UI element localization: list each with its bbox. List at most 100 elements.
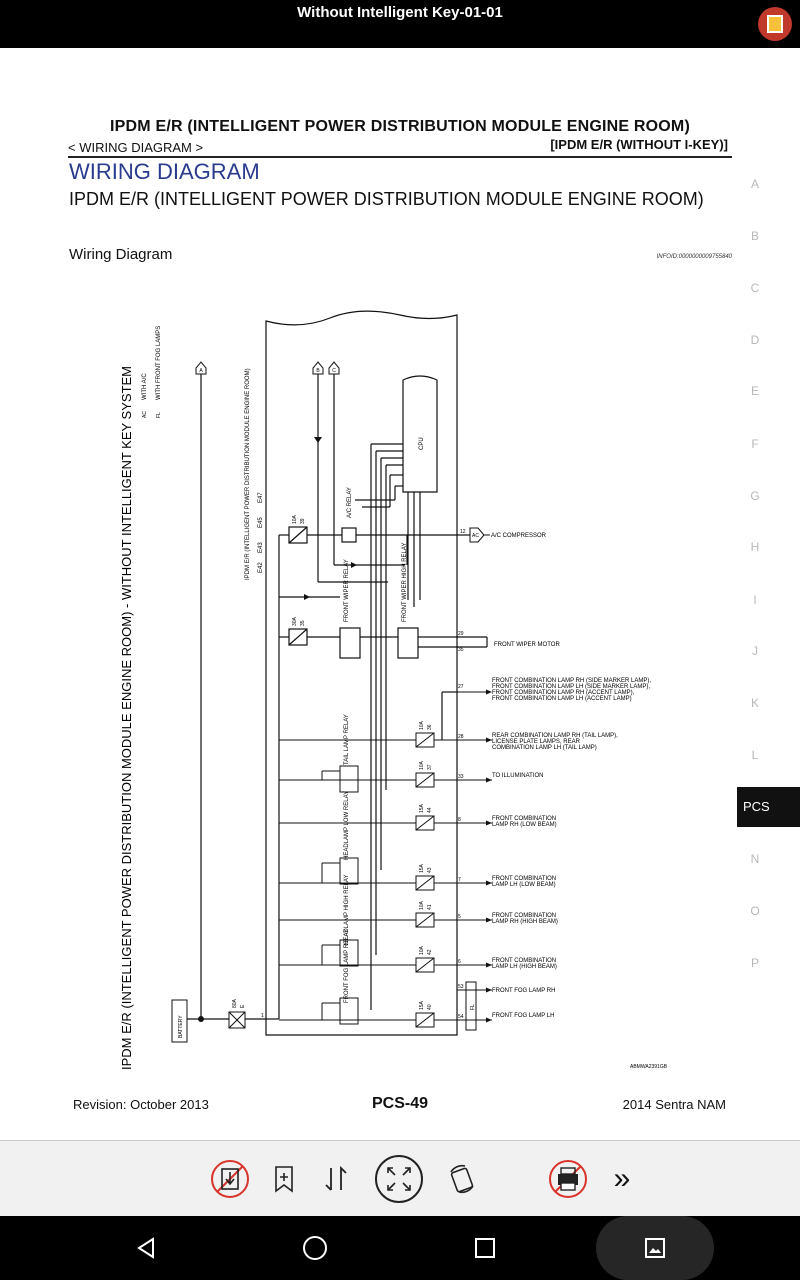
sort-button[interactable] xyxy=(316,1141,356,1217)
side-index-l[interactable]: L xyxy=(751,748,759,762)
save-button[interactable] xyxy=(208,1141,252,1217)
variant-label: [IPDM E/R (WITHOUT I-KEY)] xyxy=(550,137,728,152)
output-label-3-1: LAMP LH (LOW BEAM) xyxy=(492,882,556,888)
connector-e47: E47 xyxy=(258,492,264,503)
fuse-ac-no: 39 xyxy=(300,518,306,524)
terminal-28: 28 xyxy=(458,734,464,740)
terminal-27: 27 xyxy=(458,684,464,690)
terminal-12: 12 xyxy=(460,529,466,535)
side-index-g[interactable]: G xyxy=(750,489,760,503)
fuse-ac-amp: 10A xyxy=(292,514,298,524)
info-id: INFOID:0000000009755840 xyxy=(656,254,732,260)
module-label: IPDM E/R (INTELLIGENT POWER DISTRIBUTION… xyxy=(245,368,251,580)
subsection-title: IPDM E/R (INTELLIGENT POWER DISTRIBUTION… xyxy=(69,189,704,209)
bottom-toolbar: » xyxy=(0,1140,800,1217)
side-index-n[interactable]: N xyxy=(750,852,760,866)
page-header-title: IPDM E/R (INTELLIGENT POWER DISTRIBUTION… xyxy=(110,118,690,135)
bookmark-add-button[interactable] xyxy=(264,1141,304,1217)
main-fuse-id: E xyxy=(240,1004,246,1008)
fuse-no-2: 44 xyxy=(427,807,433,813)
output-27-0: FRONT COMBINATION LAMP RH (SIDE MARKER L… xyxy=(492,678,651,684)
marker-c-label: C xyxy=(332,368,336,374)
diagram-code: ABMWA2391GB xyxy=(630,1064,668,1070)
output-53: FRONT FOG LAMP RH xyxy=(492,988,555,994)
rotate-button[interactable] xyxy=(440,1141,484,1217)
output-label-6-0: FRONT FOG LAMP LH xyxy=(492,1013,554,1019)
side-index-h[interactable]: H xyxy=(750,540,760,554)
legend-fl: WITH FRONT FOG LAMPS xyxy=(156,326,162,400)
front-wiper-motor-label: FRONT WIPER MOTOR xyxy=(494,642,560,648)
side-index-c[interactable]: C xyxy=(750,281,760,295)
image-icon xyxy=(645,1238,665,1258)
fuse-no-5: 42 xyxy=(427,949,433,955)
terminal-29: 29 xyxy=(458,631,464,637)
side-index-i[interactable]: I xyxy=(753,593,757,607)
header-divider xyxy=(68,156,732,158)
print-disabled-icon xyxy=(549,1160,587,1198)
output-label-3-0: FRONT COMBINATION xyxy=(492,876,556,882)
connector-e42: E42 xyxy=(258,562,264,573)
ac-tag: AC xyxy=(472,533,479,539)
back-button[interactable] xyxy=(126,1216,166,1280)
app-logo-icon[interactable] xyxy=(758,7,792,41)
front-wiper-relay-label: FRONT WIPER RELAY xyxy=(344,559,350,622)
sort-icon xyxy=(325,1165,347,1191)
diagram-label: Wiring Diagram xyxy=(69,246,173,263)
fuse-amp-5: 10A xyxy=(419,945,425,955)
output-label-2-1: LAMP RH (LOW BEAM) xyxy=(492,822,557,828)
side-index-d[interactable]: D xyxy=(750,333,760,347)
terminal-53: 53 xyxy=(458,984,464,990)
page-number: PCS-49 xyxy=(371,1095,429,1112)
legend-fl-tag: FL xyxy=(156,412,162,418)
fuse-amp-6: 15A xyxy=(419,1000,425,1010)
fuse-amp-3: 15A xyxy=(419,863,425,873)
home-icon xyxy=(303,1236,327,1260)
fuse-amp-2: 15A xyxy=(419,803,425,813)
main-fuse-label: 80A xyxy=(232,998,238,1008)
side-index-e[interactable]: E xyxy=(750,384,759,398)
side-index-j[interactable]: J xyxy=(752,644,758,658)
fit-screen-icon xyxy=(375,1155,423,1203)
terminal-7: 7 xyxy=(458,877,461,883)
output-label-0-1: LICENSE PLATE LAMPS, REAR xyxy=(492,739,581,745)
terminal-5: 5 xyxy=(458,914,461,920)
marker-b-label: B xyxy=(316,368,320,374)
legend-ac: WITH A/C xyxy=(142,373,148,400)
fuse-amp-4: 10A xyxy=(419,900,425,910)
side-index-f[interactable]: F xyxy=(751,437,759,451)
output-label-0-2: COMBINATION LAMP LH (TAIL LAMP) xyxy=(492,745,597,751)
fit-screen-button[interactable] xyxy=(372,1141,426,1217)
terminal-6: 6 xyxy=(458,959,461,965)
side-index-pcs[interactable]: PCS xyxy=(737,787,800,827)
wiring-diagram[interactable]: A B C IPDM E/R (INTELLIGENT POWER DISTRI… xyxy=(0,48,740,1088)
ac-compressor-label: A/C COMPRESSOR xyxy=(491,533,547,539)
side-index-o[interactable]: O xyxy=(750,904,760,918)
recents-icon xyxy=(475,1238,495,1258)
output-label-1-0: TO ILLUMINATION xyxy=(492,773,543,779)
model-label: 2014 Sentra NAM xyxy=(622,1097,726,1112)
output-label-0-0: REAR COMBINATION LAMP RH (TAIL LAMP), xyxy=(492,733,618,739)
home-button[interactable] xyxy=(295,1216,335,1280)
fuse-no-6: 40 xyxy=(427,1004,433,1010)
fuse-amp-1: 10A xyxy=(419,760,425,770)
output-27-2: FRONT COMBINATION LAMP RH (ACCENT LAMP), xyxy=(492,690,635,696)
document-title: Without Intelligent Key-01-01 xyxy=(297,4,503,21)
ac-relay-label: A/C RELAY xyxy=(347,487,353,518)
output-label-4-0: FRONT COMBINATION xyxy=(492,913,556,919)
terminal-8: 8 xyxy=(458,817,461,823)
breadcrumb: < WIRING DIAGRAM > xyxy=(68,140,204,155)
terminal-1: 1 xyxy=(261,1013,264,1019)
fuse-no-3: 43 xyxy=(427,867,433,873)
back-icon xyxy=(137,1237,154,1259)
recents-button[interactable] xyxy=(465,1216,505,1280)
side-index-p[interactable]: P xyxy=(750,956,759,970)
side-index-b[interactable]: B xyxy=(750,229,759,243)
print-button[interactable] xyxy=(546,1141,590,1217)
output-27-3: FRONT COMBINATION LAMP LH (ACCENT LAMP) xyxy=(492,696,632,702)
side-index-k[interactable]: K xyxy=(750,696,759,710)
battery-label: BATTERY xyxy=(178,1015,184,1038)
fuse-amp-0: 10A xyxy=(419,720,425,730)
side-index-a[interactable]: A xyxy=(750,177,759,191)
more-button[interactable]: » xyxy=(600,1141,644,1217)
screenshot-button[interactable] xyxy=(596,1216,714,1280)
